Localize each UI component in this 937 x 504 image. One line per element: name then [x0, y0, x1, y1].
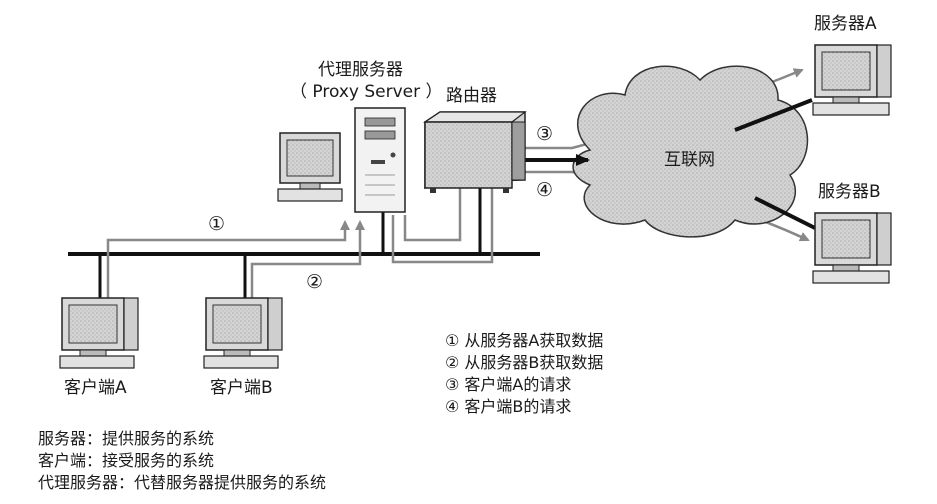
definition-item: 客户端：接受服务的系统	[38, 451, 215, 470]
internet-cloud	[572, 65, 809, 238]
client-b-label: 客户端B	[210, 378, 273, 398]
legend-item: ④ 客户端B的请求	[445, 397, 572, 416]
router-icon	[423, 111, 527, 193]
client-a-label: 客户端A	[64, 378, 127, 398]
definitions-list: 服务器：提供服务的系统 客户端：接受服务的系统 代理服务器：代替服务器提供服务的…	[38, 428, 326, 494]
marker-4: ④	[536, 179, 554, 201]
proxy-name-label: 代理服务器	[318, 60, 403, 80]
flow-path-2	[250, 220, 365, 300]
client-a-computer-icon	[59, 297, 139, 369]
proxy-server-tower-icon	[354, 107, 406, 213]
definition-item: 代理服务器：代替服务器提供服务的系统	[38, 473, 327, 492]
proxy-monitor-icon	[277, 132, 343, 202]
definition-item: 服务器：提供服务的系统	[38, 429, 215, 448]
server-b-label: 服务器B	[818, 182, 881, 202]
legend-item: ③ 客户端A的请求	[445, 375, 572, 394]
server-a-label: 服务器A	[814, 14, 877, 34]
server-b-computer-icon	[812, 212, 892, 284]
legend-item: ① 从服务器A获取数据	[445, 331, 604, 350]
marker-2: ②	[306, 271, 324, 293]
legend-item: ② 从服务器B获取数据	[445, 353, 604, 372]
marker-1: ①	[208, 213, 226, 235]
flow-legend: ① 从服务器A获取数据 ② 从服务器B获取数据 ③ 客户端A的请求 ④ 客户端B…	[445, 330, 603, 418]
proxy-subtitle-label: （ Proxy Server ）	[290, 82, 443, 102]
client-b-computer-icon	[203, 297, 283, 369]
internet-to-server-b-link	[754, 196, 816, 230]
marker-3: ③	[536, 123, 554, 145]
router-label: 路由器	[446, 86, 497, 106]
flow-path-1	[106, 220, 350, 300]
internet-label: 互联网	[664, 150, 715, 170]
server-a-computer-icon	[812, 44, 892, 116]
internet-to-server-a-link	[734, 98, 813, 132]
